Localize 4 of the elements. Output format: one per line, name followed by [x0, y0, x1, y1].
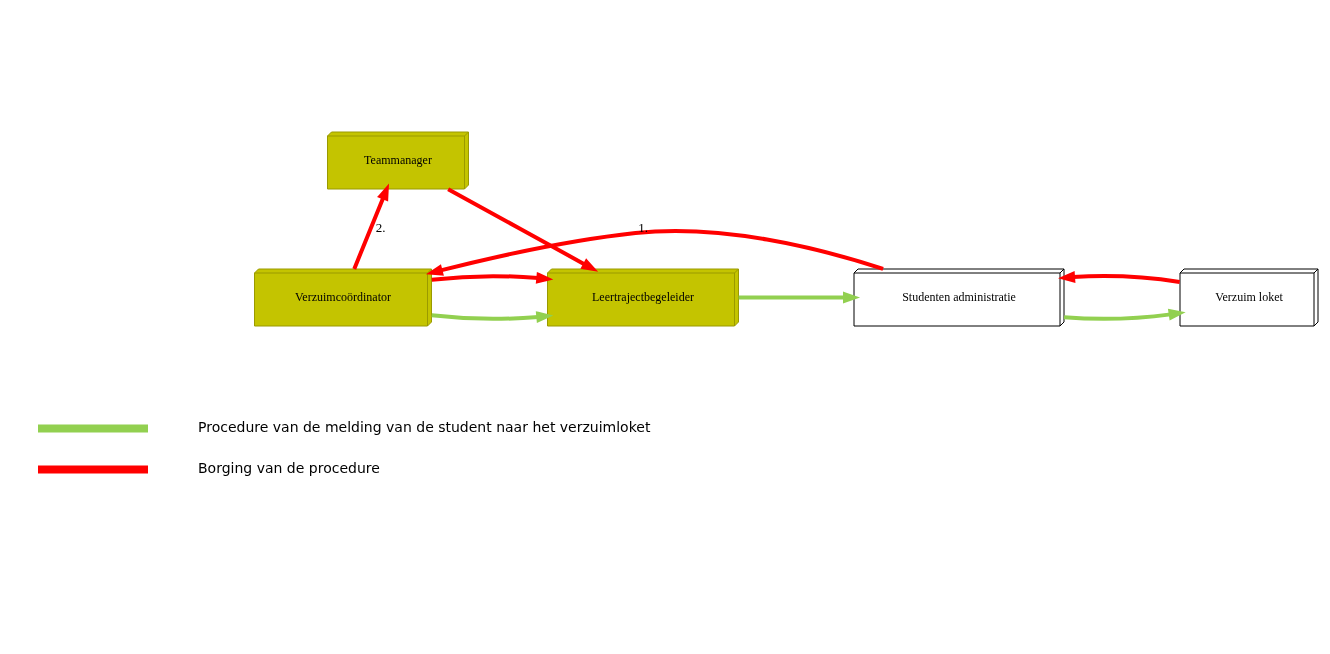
- edge-label: 1.: [638, 219, 648, 235]
- legend-label: Borging van de procedure: [198, 459, 380, 476]
- edge-label: 2.: [375, 219, 386, 235]
- legend-label: Procedure van de melding van de student naar het verzuimloket: [198, 418, 651, 435]
